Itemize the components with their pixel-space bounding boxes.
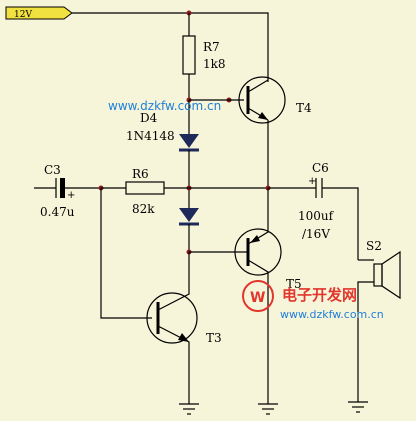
d4-ref: D4 [140, 111, 158, 125]
t4-ref: T4 [296, 101, 312, 115]
t5-ref: T5 [286, 277, 302, 291]
c6-value: 100uf [298, 209, 335, 223]
t3-ref: T3 [206, 331, 222, 345]
resistor-r6: R6 82k [101, 167, 189, 216]
watermark-logo: W [242, 280, 274, 312]
capacitor-c6: + C6 100uf /16V [268, 161, 359, 260]
watermark-url-top: www.dzkfw.com.cn [108, 99, 221, 113]
c3-value: 0.47u [40, 205, 75, 219]
ground-symbol [348, 401, 368, 413]
c3-ref: C3 [44, 163, 61, 177]
watermark-url-bottom: www.dzkfw.com.cn [280, 308, 384, 321]
d4-value: 1N4148 [126, 129, 175, 143]
transistor-t3: T3 [100, 188, 222, 404]
speaker-s2: S2 [357, 239, 401, 402]
r6-value: 82k [132, 202, 155, 216]
ground-symbol [179, 403, 199, 415]
wire-top-rail [72, 12, 269, 82]
transistor-t5: T5 [189, 188, 302, 404]
rail-tag: 12V [5, 6, 73, 20]
ground-symbol [258, 403, 278, 415]
capacitor-c3: + C3 0.47u [34, 163, 101, 219]
c6-ref: C6 [312, 161, 329, 175]
logo-letter-w: W [250, 290, 265, 306]
diode-lower [179, 188, 199, 252]
r6-ref: R6 [132, 167, 149, 181]
c6-polarity: + [308, 176, 316, 187]
rail-label: 12V [14, 10, 32, 20]
resistor-r7: R7 1k8 [182, 13, 226, 100]
transistor-t4: T4 [238, 76, 312, 188]
c3-polarity: + [67, 190, 75, 201]
diode-d4: D4 1N4148 [126, 100, 199, 188]
c6-rating: /16V [302, 227, 330, 241]
watermark-brand: 电子开发网 [282, 286, 357, 304]
s2-ref: S2 [366, 239, 382, 253]
r7-value: 1k8 [203, 57, 226, 71]
r7-ref: R7 [203, 40, 220, 54]
